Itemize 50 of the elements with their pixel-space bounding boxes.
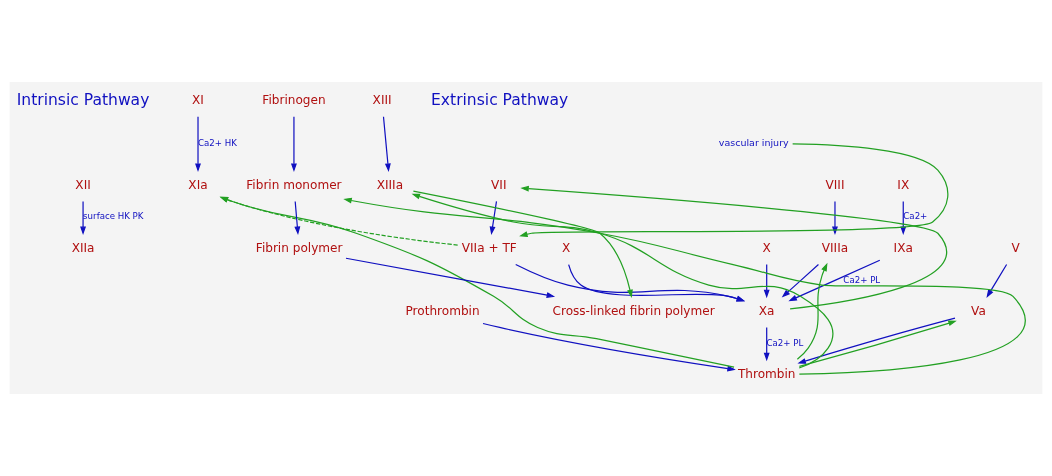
arrow (568, 264, 746, 302)
arrow (195, 116, 201, 172)
arrow (515, 263, 746, 302)
node-text: XII (75, 177, 91, 192)
arrow (763, 263, 770, 299)
arrow (219, 196, 735, 368)
arrow (382, 116, 391, 172)
node-text: XIIIa (376, 177, 404, 192)
label: Intrinsic Pathway (16, 90, 150, 109)
arrow (482, 322, 736, 372)
node-text: V (1011, 241, 1020, 255)
node-text: XI (192, 93, 204, 108)
edge-label: Ca2+ PL (766, 337, 804, 348)
arrow (80, 200, 87, 236)
arrow (489, 200, 498, 236)
arrow (290, 116, 297, 172)
node-text: XIa (188, 177, 208, 192)
arrow (412, 190, 633, 299)
arrow (343, 197, 1026, 375)
node-text: IXa (893, 241, 913, 255)
node-text: IX (897, 177, 910, 192)
node-text: Fibrin monomer (246, 177, 342, 192)
node-text: VIIa + TF (461, 241, 517, 255)
node-text: Fibrinogen (262, 93, 326, 108)
node-text: X (762, 241, 771, 255)
arrow (796, 262, 828, 360)
node-text: VII (491, 177, 507, 192)
node-text: Cross-linked fibrin polymer (552, 304, 715, 319)
node-text: X (562, 241, 571, 255)
edge-label: Ca2+ PL (843, 274, 881, 285)
arrow (219, 196, 459, 246)
arrow (986, 263, 1008, 298)
node-text: VIIIa (821, 241, 849, 255)
node-text: Thrombin (737, 367, 796, 382)
arrow (345, 257, 556, 298)
arrow (763, 327, 770, 362)
node-text: VIII (825, 177, 845, 192)
arrow (294, 200, 301, 236)
arrow (788, 259, 881, 302)
node-text: Fibrin polymer (255, 241, 343, 255)
node-text: Prothrombin (405, 304, 480, 319)
node-text: Xa (758, 304, 775, 319)
arrow (520, 185, 947, 310)
arrow (411, 193, 834, 369)
node-text: XIII (372, 93, 392, 108)
label: Extrinsic Pathway (431, 90, 569, 109)
arrow (781, 263, 820, 298)
node-text: XIIa (71, 241, 95, 255)
node-text: vascular injury (718, 136, 789, 148)
node-text: Va (971, 304, 986, 319)
